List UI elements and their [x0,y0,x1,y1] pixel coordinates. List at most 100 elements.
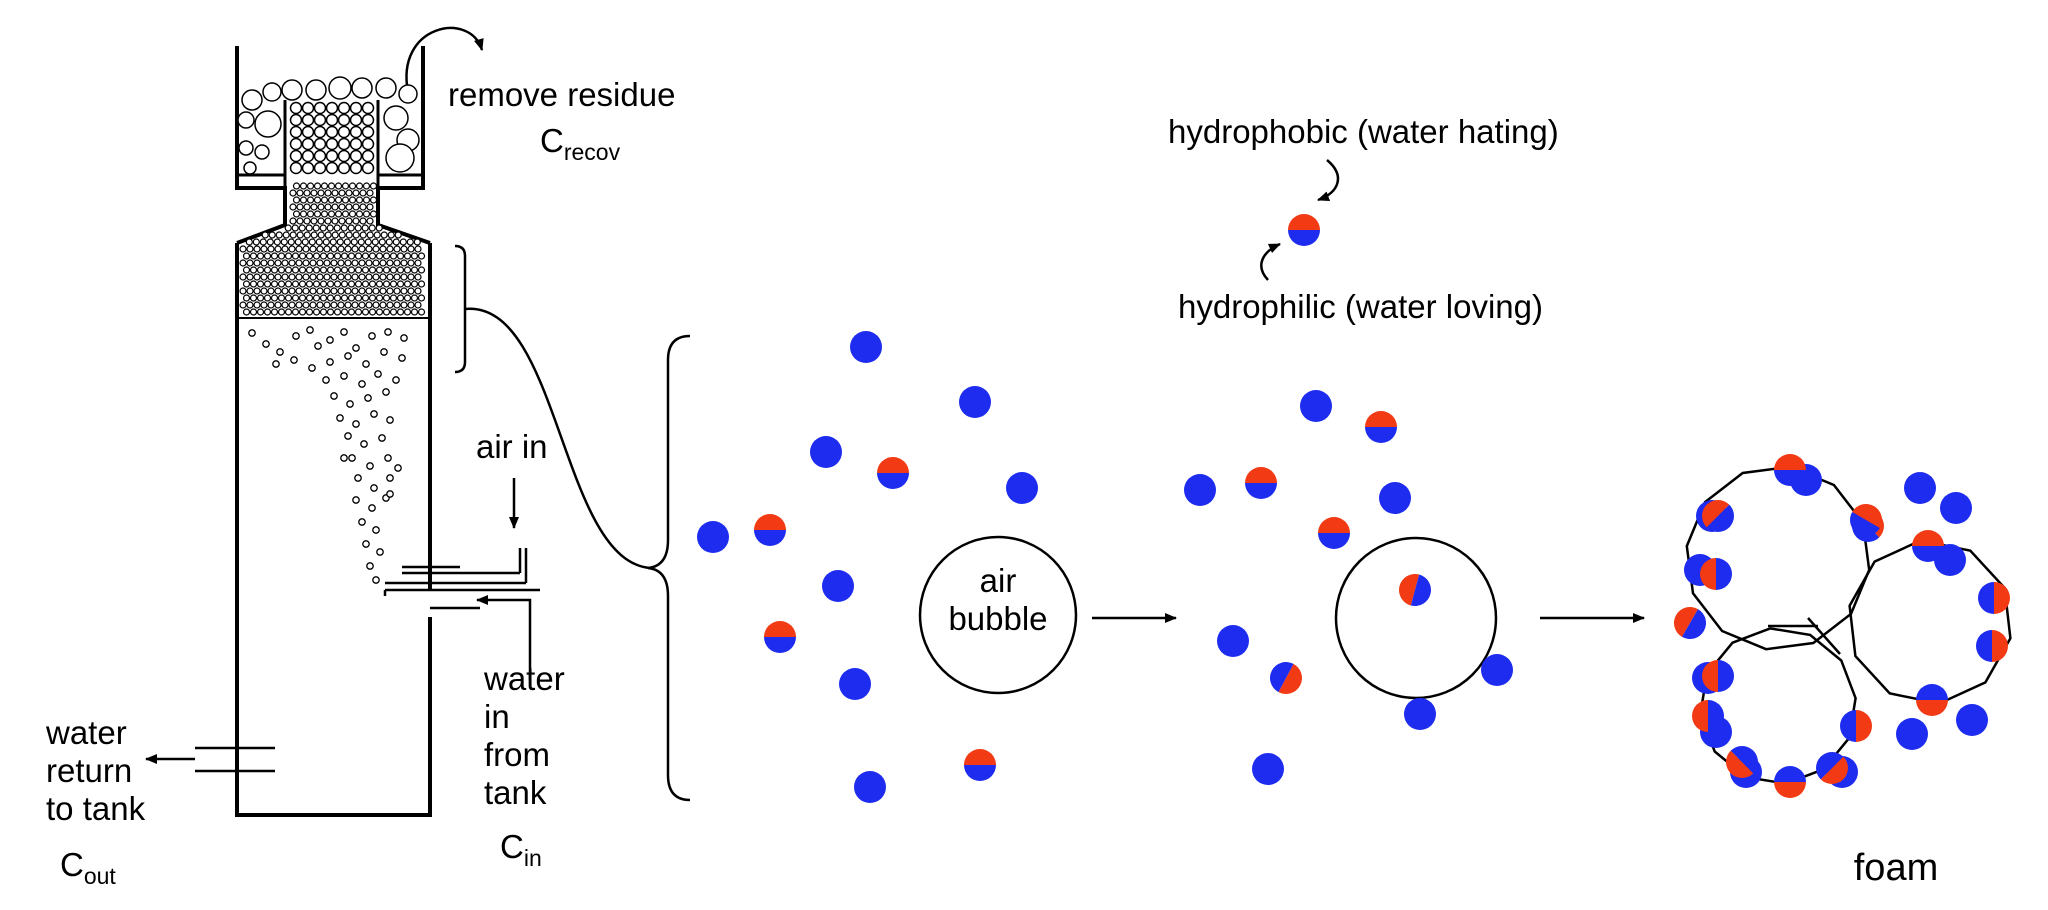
foam-bubble [275,231,283,239]
foam-bubble [337,125,351,139]
bubble-with-adsorbed-molecules [1334,536,1498,700]
foam-bubble [372,259,380,267]
foam-bubble [417,266,426,274]
air-bubble-small [326,358,334,366]
foam-bubble [239,245,247,253]
foam-bubble [262,82,282,102]
foam-bubble [242,308,251,316]
foam-bubble [386,259,394,267]
foam-bubble [295,259,303,267]
foam-bubble [407,245,415,253]
foam-bubble [333,266,342,274]
foam-bubble [288,245,296,253]
foam-bubble [254,144,270,160]
foam-bubble [368,294,377,302]
hydrophilic-molecule [1481,654,1513,686]
air-bubble-label-1: air [980,562,1017,599]
foam-bubble [393,301,401,309]
foam-bubble [347,308,356,316]
foam-bubble [413,238,421,246]
foam-bubble [309,259,317,267]
foam-bubble [344,245,352,253]
foam-bubble [316,273,324,281]
foam-bubble [301,161,315,175]
foam-bubble [274,259,282,267]
foam-bubble [289,137,303,151]
foam-bubble [270,280,279,288]
foam-bubble [302,259,310,267]
foam-bubble [239,287,247,295]
hydrophilic-molecule [1217,625,1249,657]
foam-bubble [295,287,303,295]
foam-bubble [238,140,254,156]
foam-bubble [385,143,415,173]
foam-bubble [288,301,296,309]
amphiphilic-molecule [1840,710,1872,742]
foam-bubble [299,196,308,204]
foam-bubble [282,231,290,239]
foam-bubble [375,308,384,316]
foam-bubble [325,149,339,163]
foam-bubble [348,196,357,204]
foam-bubble [348,182,357,190]
foam-bubble [358,301,366,309]
foam-bubble [252,238,260,246]
foam-bubble [361,252,370,260]
foam-bubble [407,273,415,281]
foam-bubble [358,287,366,295]
hydrophilic-molecule [1956,704,1988,736]
foam-bubble [270,252,279,260]
amphiphilic-molecule [1816,752,1848,784]
air-bubble-small [386,490,394,498]
foam-bubble [302,273,310,281]
foam-bubble [312,308,321,316]
foam-bubble [337,259,345,267]
foam-bubble [348,210,357,218]
foam-bubble [357,238,365,246]
foam-bubble [301,101,315,115]
foam-bubble [340,266,349,274]
foam-bubble [249,280,258,288]
air-bubble-small [384,328,392,336]
foam-bubble [284,252,293,260]
foam-bubble [389,294,398,302]
foam-bubble [330,287,338,295]
foam-bubble [326,224,334,232]
foam-bubble [352,231,360,239]
foam-bubble [354,294,363,302]
foam-bubble [325,137,339,151]
foam-bubble [256,252,265,260]
foam-bubble [326,252,335,260]
foam-bubble [417,252,426,260]
water-in-label-4: tank [484,774,547,811]
foam-bubble [289,161,303,175]
foam-bubble [359,217,367,225]
air-bubble-small [400,334,408,342]
air-bubble-small [360,440,368,448]
foam-bubble [347,280,356,288]
amphiphilic-molecule [1702,500,1734,532]
foam-bubble [320,196,329,204]
foam-bubble [380,231,388,239]
foam-bubble [340,308,349,316]
foam-bubble [372,245,380,253]
foam-bubble [340,252,349,260]
foam-bubble [253,245,261,253]
foam-bubble [256,266,265,274]
foam-bubble [320,182,329,190]
foam-bubble [324,217,332,225]
foam-bubble [351,301,359,309]
foam-bubble [355,196,364,204]
foam-bubble [355,210,364,218]
foam-bubble [349,113,363,127]
foam-bubble [267,245,275,253]
foam-bubble [378,238,386,246]
foam-bubble [389,280,398,288]
foam-bubble [337,113,351,127]
air-bubble-small [382,388,390,396]
foam-bubble [303,189,311,197]
foam-bubble [259,238,267,246]
foam-bubble [406,238,414,246]
foam-bubble [312,280,321,288]
